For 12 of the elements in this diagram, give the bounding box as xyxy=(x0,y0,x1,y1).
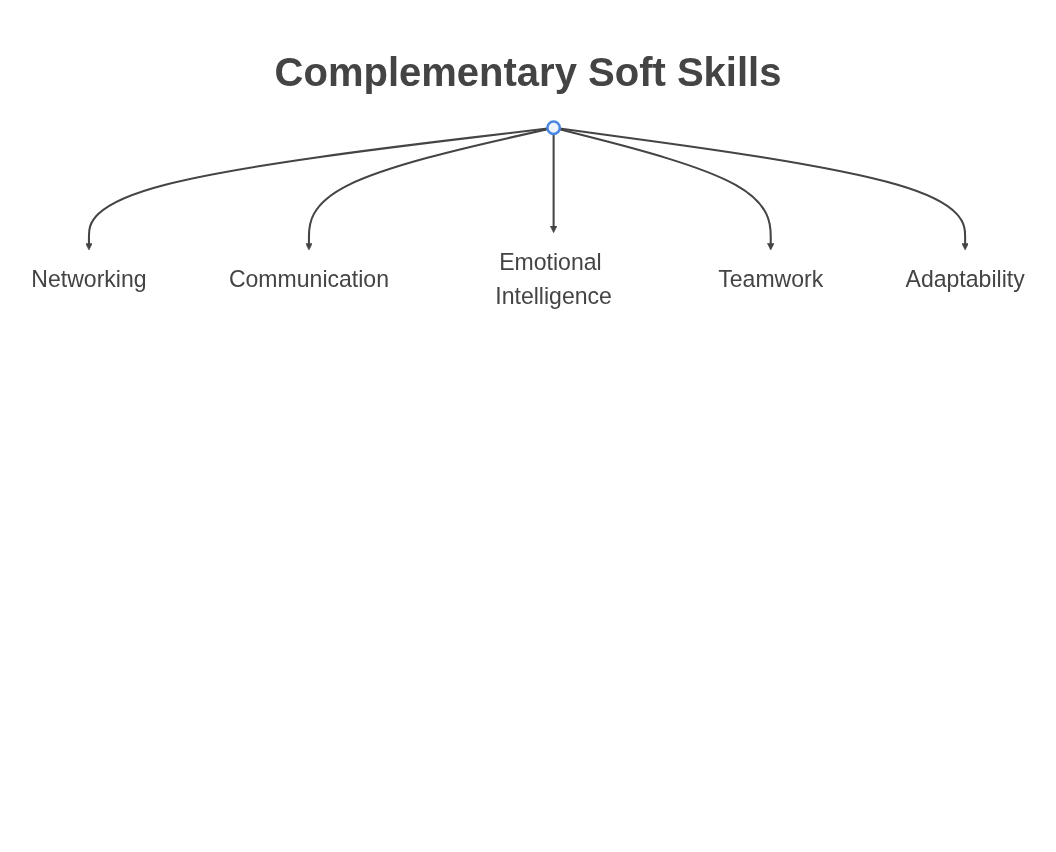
node-text: Adaptability xyxy=(905,266,1025,292)
arrow xyxy=(85,127,548,251)
title: Complementary Soft Skills xyxy=(273,50,783,95)
arrow xyxy=(559,127,969,251)
node-text: Networking xyxy=(31,266,147,292)
arrow xyxy=(305,128,548,251)
arrow xyxy=(559,128,775,251)
arrow xyxy=(550,133,558,234)
node-text: Teamwork xyxy=(718,266,824,292)
node-person xyxy=(546,120,561,136)
node-text: Emotional Intelligence xyxy=(495,249,612,310)
node-text: Communication xyxy=(228,266,389,292)
